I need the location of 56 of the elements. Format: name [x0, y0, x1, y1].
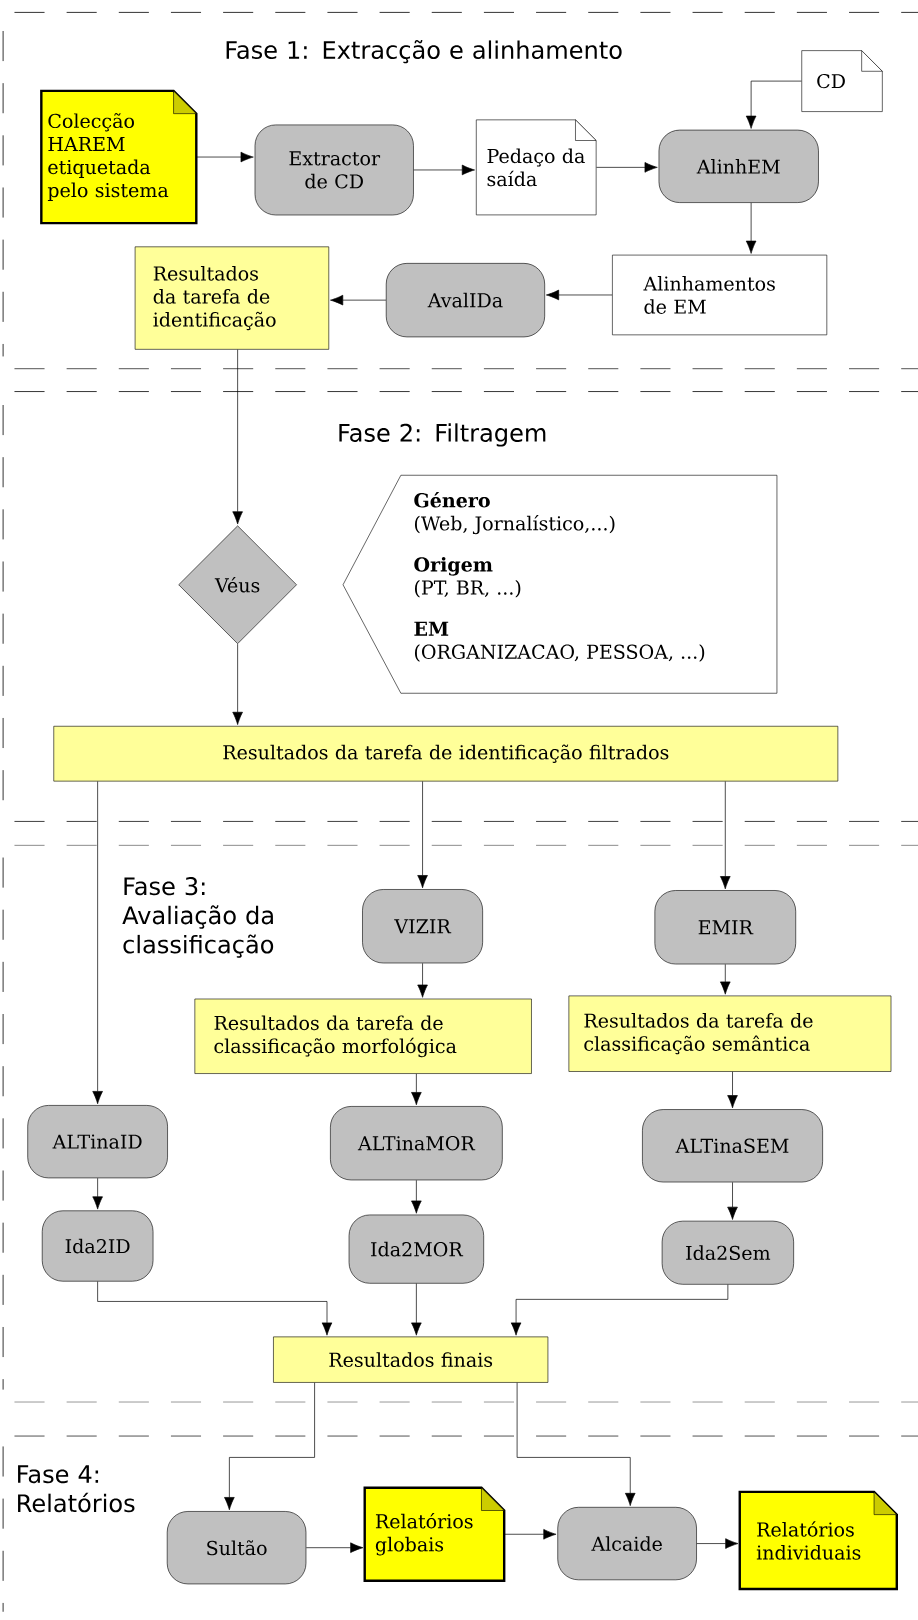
arrow: [719, 781, 731, 890]
document-box: CD: [801, 50, 883, 112]
result-box: Resultados da tarefa de classificação morfológica: [194, 998, 532, 1074]
result-box: Resultados da tarefa de identificação filtrados: [53, 725, 838, 782]
arrow: [410, 1179, 422, 1214]
arrow: [696, 1538, 739, 1549]
document-box: Pedaço da saída: [475, 119, 597, 216]
process-box: Alcaide: [557, 1507, 697, 1581]
process-box: VIZIR: [361, 889, 483, 964]
process-box: ALTinaSEM: [641, 1109, 823, 1183]
arrow: [417, 781, 428, 889]
arrow: [727, 1071, 738, 1109]
process-box: Sultão: [166, 1511, 307, 1585]
process-box: EMIR: [654, 890, 796, 965]
arrow: [417, 962, 428, 998]
arrow: [196, 151, 254, 163]
result-box: Resultados da tarefa de classificação semântica: [568, 995, 892, 1072]
phase-title: Fase 3: Avaliação da classificação: [122, 877, 273, 958]
arrow: [305, 1542, 364, 1553]
arrow: [92, 1177, 103, 1210]
arrow: [510, 1284, 728, 1336]
process-box: Ida2ID: [41, 1210, 154, 1282]
process-box: AlinhEM: [658, 129, 819, 203]
arrow: [232, 643, 243, 725]
arrow: [504, 1529, 557, 1540]
result-box: Resultados finais: [272, 1336, 548, 1383]
process-box: ALTinaMOR: [329, 1106, 503, 1181]
callout-box: Género (Web, Jornalístico,...) Origem (PT, BR, ...) EM (ORGANIZACAO, PESSOA, ...): [342, 474, 777, 694]
arrow: [719, 964, 731, 995]
phase-title: Fase 2: Filtragem: [339, 423, 546, 447]
arrow: [727, 1182, 738, 1220]
arrow: [410, 1283, 422, 1336]
result-box: Resultados da tarefa de identificação: [134, 246, 329, 350]
note-box: Relatórios individuais: [738, 1490, 898, 1591]
arrow: [92, 781, 103, 1105]
arrow: [516, 1382, 636, 1506]
arrow: [97, 1281, 332, 1336]
arrow: [329, 294, 387, 306]
phase-title: Fase 1: Extracção e alinhamento: [226, 40, 622, 64]
note-box: Relatórios globais: [363, 1486, 506, 1582]
process-box: ALTinaID: [27, 1105, 168, 1179]
arrow: [545, 289, 613, 301]
process-box: Ida2Sem: [661, 1220, 794, 1285]
arrow: [595, 162, 658, 173]
arrow: [745, 202, 757, 254]
arrow: [232, 349, 243, 525]
arrow: [223, 1382, 315, 1511]
arrow: [410, 1073, 422, 1106]
phase-title: Fase 4: Relatórios: [17, 1465, 135, 1513]
note-box: Colecção HAREM etiquetada pelo sistema: [39, 89, 198, 225]
process-box: Ida2MOR: [348, 1214, 484, 1284]
process-box: AvalIDa: [385, 263, 545, 338]
arrow: [413, 164, 475, 176]
data-box: Alinhamentos de EM: [611, 254, 827, 336]
arrow: [745, 80, 802, 129]
process-box: Extractor de CD: [254, 124, 414, 216]
